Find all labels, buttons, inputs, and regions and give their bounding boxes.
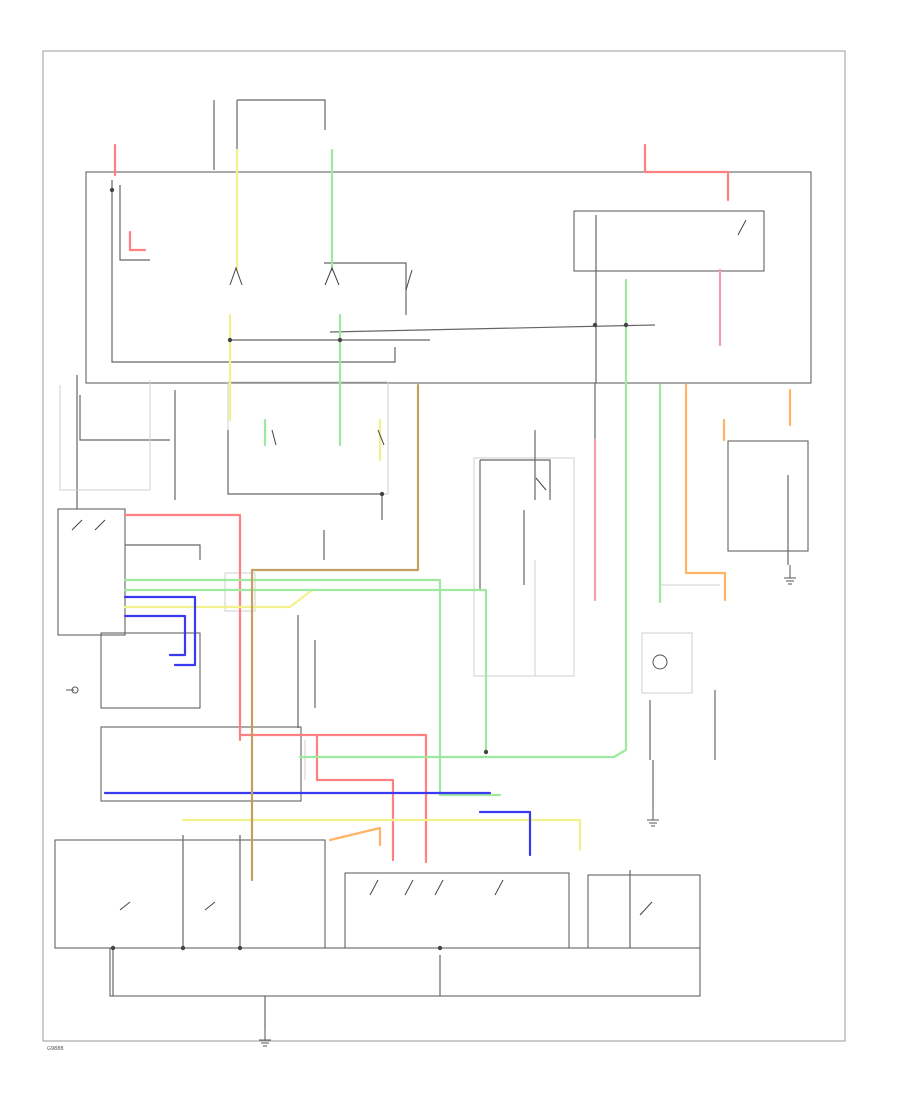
orange-wires <box>328 383 792 847</box>
relay-module-outline <box>473 457 575 677</box>
sensor-module-outline <box>641 632 693 694</box>
light-gray-wires <box>59 380 720 780</box>
junction-nodes <box>109 187 629 951</box>
indicator-circle <box>71 686 79 694</box>
ground-bus-box <box>109 947 701 997</box>
green-wires <box>123 148 662 797</box>
relay-box <box>573 210 765 272</box>
gray-wires <box>76 99 789 1030</box>
yellow-wires <box>123 148 582 852</box>
right-lamp-box <box>727 440 809 552</box>
under-dash-fuse-box <box>85 171 812 384</box>
combination-switch-box <box>57 508 126 636</box>
left-lower-switch-box <box>54 839 326 949</box>
right-lower-switch-box <box>587 874 701 949</box>
mid-switch-outline <box>227 381 389 495</box>
outer-border <box>42 50 846 1042</box>
blue-wires <box>103 595 532 857</box>
switch-contacts <box>71 219 747 916</box>
switch-connector-box <box>100 632 201 709</box>
brown-wires <box>250 383 420 882</box>
footer-label: G9888 <box>47 1046 64 1052</box>
sensor-connector-box <box>100 726 302 802</box>
pink-wires <box>593 268 722 602</box>
ground-symbols <box>66 565 796 1047</box>
sensor-circle <box>652 654 668 670</box>
lower-switch-cluster <box>344 872 570 949</box>
red-wires <box>113 143 730 864</box>
